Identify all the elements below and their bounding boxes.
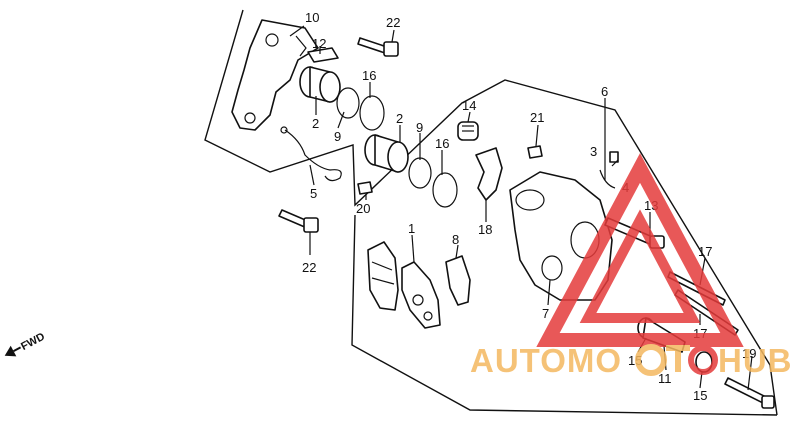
- piston-seal-lower: [408, 157, 432, 189]
- pad-lining-lines: [371, 261, 395, 285]
- label-2-upper: 2: [312, 116, 319, 131]
- label-7: 7: [542, 306, 549, 321]
- pad-spring-plate: [307, 47, 339, 63]
- label-21: 21: [530, 110, 544, 125]
- bolt-19-head: [761, 395, 775, 409]
- watermark-triangle-icon: [536, 153, 744, 347]
- caliper-bore-small: [541, 255, 563, 281]
- label-11: 11: [658, 371, 672, 386]
- watermark-text-left: AUTOMO: [470, 342, 622, 379]
- caliper-ear: [515, 189, 545, 211]
- hose-fitting: [599, 169, 616, 189]
- label-18: 18: [478, 222, 492, 237]
- label-16-lower: 16: [435, 136, 449, 151]
- label-17-upper: 17: [698, 244, 712, 259]
- pad-hole: [412, 294, 424, 306]
- label-3: 3: [590, 144, 597, 159]
- forward-label: FWD: [19, 331, 47, 353]
- retaining-clip: [284, 129, 342, 182]
- pad-bracket: [475, 147, 503, 201]
- watermark-inner-triangle-icon: [579, 209, 701, 323]
- label-15-lower: 15: [693, 388, 707, 403]
- bleeder-screw: [527, 145, 543, 159]
- small-fitting: [357, 181, 373, 195]
- label-20: 20: [356, 201, 370, 216]
- label-14: 14: [462, 98, 476, 113]
- label-22-lower: 22: [302, 260, 316, 275]
- dust-seal-lower: [432, 172, 458, 208]
- watermark-letter-c-icon: [688, 345, 718, 375]
- watermark-logo: AUTOMO HUB: [470, 153, 793, 379]
- label-1: 1: [408, 221, 415, 236]
- bracket-hole: [265, 33, 279, 47]
- brake-pad-left: [367, 241, 399, 311]
- caliper-bracket: [231, 19, 319, 131]
- piston-lower-face: [387, 141, 409, 173]
- label-16-upper: 16: [362, 68, 376, 83]
- label-6: 6: [601, 84, 608, 99]
- label-5: 5: [310, 186, 317, 201]
- label-8: 8: [452, 232, 459, 247]
- piston-seal-upper: [336, 87, 360, 119]
- label-22-top: 22: [386, 15, 400, 30]
- part-number-labels: 10 12 22 2 9 16 2 9 16 14 21 6 3 4 5 20 …: [302, 10, 756, 403]
- piston-upper-face: [319, 71, 341, 103]
- clip-eye: [280, 126, 288, 134]
- label-19: 19: [742, 346, 756, 361]
- label-12: 12: [312, 36, 326, 51]
- bracket-hole: [244, 112, 256, 124]
- bracket-pin: [295, 35, 307, 57]
- screw-3: [609, 151, 619, 163]
- label-10: 10: [305, 10, 319, 25]
- lower-assembly-frame: [351, 214, 778, 416]
- forward-direction-indicator: FWD: [4, 331, 47, 357]
- pad-shim: [445, 255, 471, 306]
- bolt-head-top: [383, 41, 399, 57]
- watermark-letter-t-icon: [666, 345, 690, 372]
- bolt-head-lower: [303, 217, 319, 233]
- pad-hole: [423, 311, 433, 321]
- watermark-text-right: HUB: [718, 342, 793, 379]
- brake-pad-right: [401, 261, 441, 329]
- label-2-lower: 2: [396, 111, 403, 126]
- watermark-letter-o-icon: [635, 344, 667, 376]
- dust-seal-upper: [359, 95, 385, 131]
- label-9-upper: 9: [334, 129, 341, 144]
- label-9-lower: 9: [416, 120, 423, 135]
- forward-arrow-icon: [4, 345, 17, 357]
